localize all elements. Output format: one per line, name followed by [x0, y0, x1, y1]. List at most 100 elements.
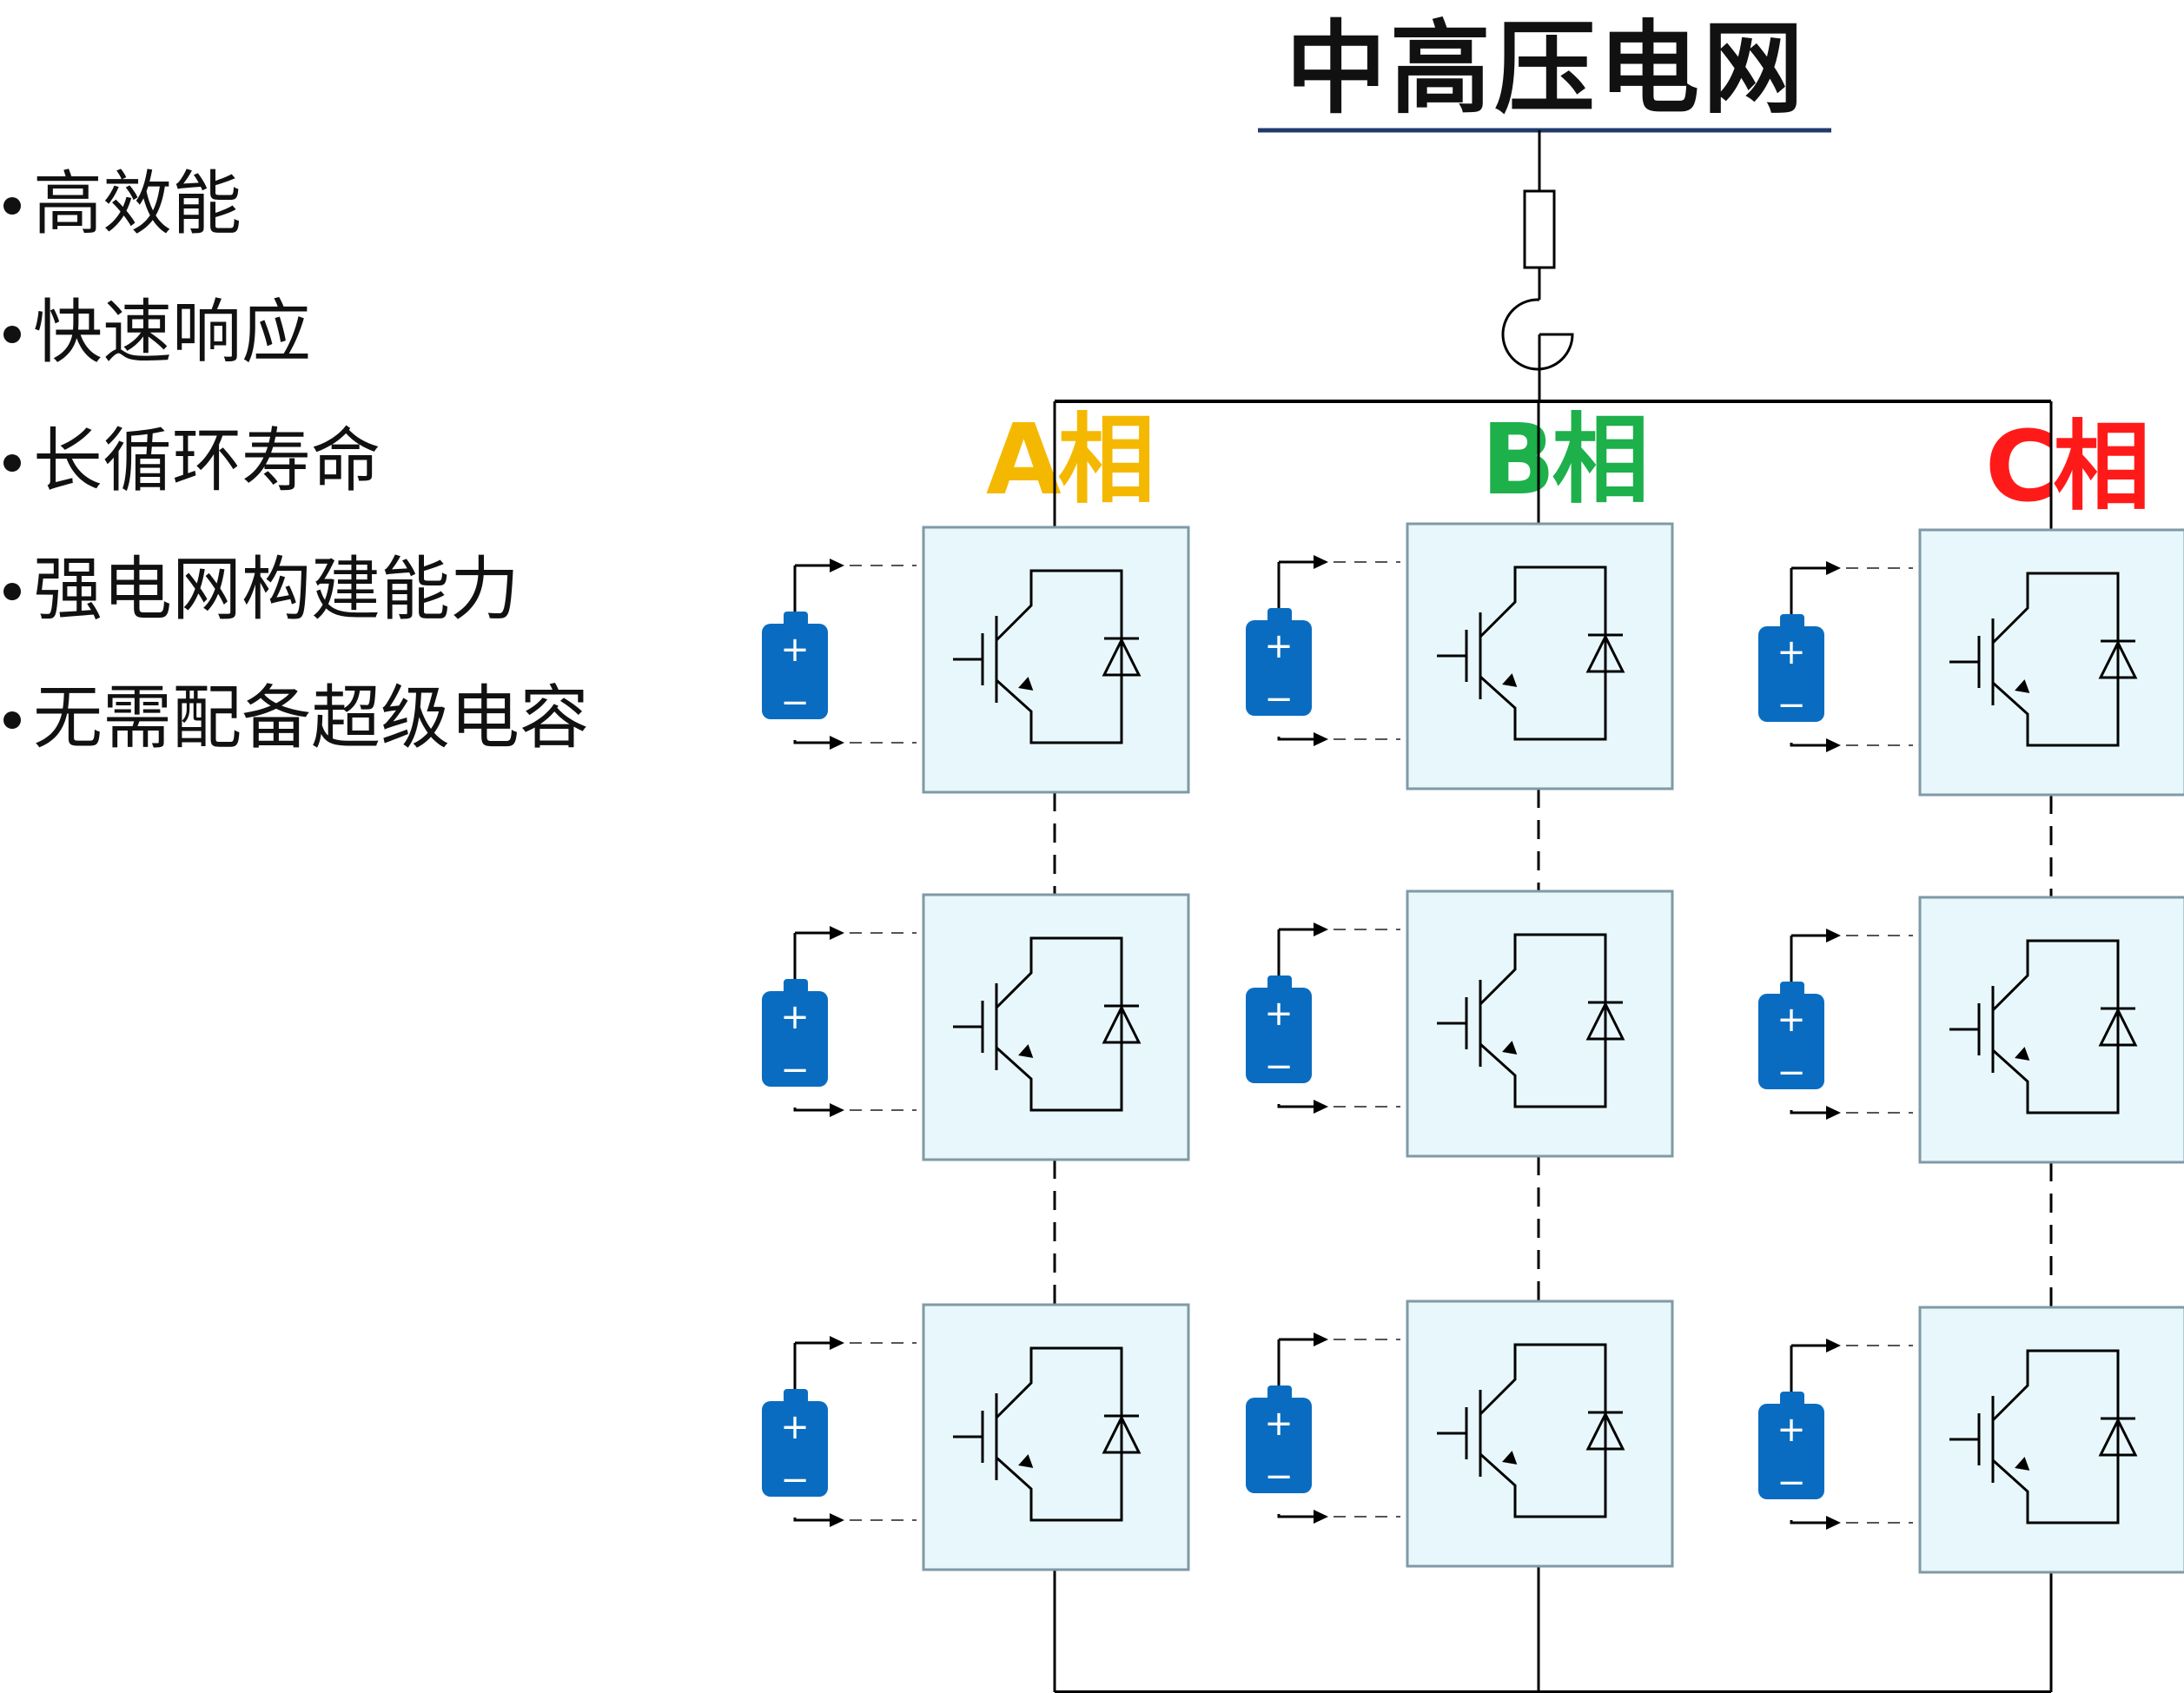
igbt-symbol [1437, 933, 1607, 1108]
arrow-head [1826, 1106, 1841, 1120]
battery-plus-lead [793, 1341, 830, 1389]
battery-cell: +− [1758, 1339, 1913, 1530]
power-module: +− [1758, 528, 2184, 797]
battery-minus-lead [793, 1518, 830, 1522]
battery-plus-sign: + [1777, 1000, 1806, 1040]
diode-symbol [2098, 1417, 2138, 1457]
battery-minus-lead [1790, 743, 1826, 747]
emitter-arrow [1018, 677, 1034, 691]
battery-body [762, 624, 828, 719]
feature-item: 无需配备超级电容 [0, 662, 589, 790]
emitter-arrow [1502, 673, 1518, 687]
battery-terminal [1780, 982, 1804, 997]
battery-terminal [1267, 1385, 1292, 1401]
diode-symbol [1102, 1414, 1142, 1454]
igbt-symbol [953, 936, 1123, 1112]
power-module: +− [1246, 1300, 1674, 1568]
power-module: +− [1246, 889, 1674, 1158]
feature-item: 长循环寿命 [0, 405, 589, 533]
diode-symbol [1102, 1004, 1142, 1044]
diode-symbol [1585, 1001, 1625, 1041]
battery-minus-sign: − [1264, 679, 1294, 719]
battery-plus-sign: + [780, 630, 810, 670]
battery-plus-sign: + [1264, 626, 1294, 666]
emitter-arrow [2015, 1047, 2030, 1061]
battery-minus-lead [1790, 1520, 1826, 1524]
fuse-symbol [1523, 189, 1556, 269]
arrow-head [1314, 923, 1328, 936]
battery-plus-lead [1277, 1338, 1314, 1385]
battery-terminal [784, 979, 808, 995]
battery-body [1246, 988, 1312, 1083]
igbt-symbol [1949, 1349, 2120, 1524]
arrow-head [1314, 1100, 1328, 1114]
arrow-head [1314, 732, 1328, 746]
arrow-head [1314, 1333, 1328, 1346]
grid-title: 中高压电网 [1286, 10, 1807, 128]
battery-minus-sign: − [1264, 1047, 1294, 1087]
phase-label-a: A相 [986, 404, 1155, 517]
igbt-symbol [953, 569, 1123, 744]
transformer-coil [1501, 298, 1574, 371]
battery-minus-sign: − [1777, 685, 1806, 725]
power-module: +− [1758, 896, 2184, 1164]
phase-label-b: B相 [1481, 404, 1649, 517]
battery-cell: +− [1246, 923, 1400, 1114]
arrow-head [1826, 929, 1841, 942]
feature-list: 高效能 快速响应 长循环寿命 强电网构建能力 无需配备超级电容 [0, 148, 589, 790]
battery-minus-sign: − [780, 683, 810, 723]
diode-symbol [1585, 1411, 1625, 1451]
arrow-head [1826, 1516, 1841, 1530]
battery-cell: +− [762, 926, 917, 1117]
battery-cell: +− [1758, 561, 1913, 752]
phase-column: +−+−+− [1758, 401, 2184, 1692]
emitter-arrow [1018, 1454, 1034, 1468]
battery-minus-sign: − [1264, 1457, 1294, 1497]
battery-plus-lead [1277, 560, 1314, 608]
diode-symbol [2098, 1007, 2138, 1047]
battery-plus-sign: + [1264, 1404, 1294, 1444]
battery-body [1246, 620, 1312, 716]
emitter-arrow [2015, 679, 2030, 693]
battery-minus-lead [793, 740, 830, 744]
battery-plus-sign: + [780, 997, 810, 1037]
battery-body [762, 991, 828, 1087]
arrow-head [1314, 555, 1328, 569]
power-module: +− [1758, 1306, 2184, 1574]
battery-plus-lead [1790, 1344, 1826, 1392]
emitter-arrow [2015, 1457, 2030, 1471]
power-module: +− [762, 893, 1190, 1161]
battery-terminal [1780, 1392, 1804, 1407]
battery-cell: +− [762, 1336, 917, 1527]
phase-column: +−+−+− [1246, 401, 1674, 1692]
arrow-head [1826, 738, 1841, 752]
phase-label-c: C相 [1985, 411, 2150, 524]
igbt-symbol [953, 1346, 1123, 1522]
power-module: +− [1246, 522, 1674, 790]
battery-minus-sign: − [1777, 1053, 1806, 1093]
battery-plus-lead [1277, 928, 1314, 975]
power-module: +− [762, 526, 1190, 794]
arrow-head [830, 736, 844, 750]
battery-body [1246, 1398, 1312, 1493]
diode-symbol [2098, 639, 2138, 679]
battery-terminal [1267, 975, 1292, 991]
arrow-head [1826, 1339, 1841, 1352]
battery-plus-lead [793, 931, 830, 979]
battery-cell: +− [1246, 1333, 1400, 1524]
battery-minus-sign: − [1777, 1463, 1806, 1503]
diode-symbol [1585, 633, 1625, 673]
emitter-arrow [1502, 1041, 1518, 1055]
battery-body [1758, 1404, 1824, 1499]
battery-minus-lead [1277, 1514, 1314, 1518]
battery-cell: +− [762, 559, 917, 750]
battery-minus-lead [793, 1108, 830, 1112]
battery-body [1758, 626, 1824, 722]
igbt-symbol [1949, 939, 2120, 1114]
igbt-symbol [1949, 572, 2120, 747]
battery-body [1758, 994, 1824, 1089]
feature-item: 高效能 [0, 148, 589, 276]
arrow-head [830, 1513, 844, 1527]
phase-column: +−+−+− [762, 401, 1190, 1692]
